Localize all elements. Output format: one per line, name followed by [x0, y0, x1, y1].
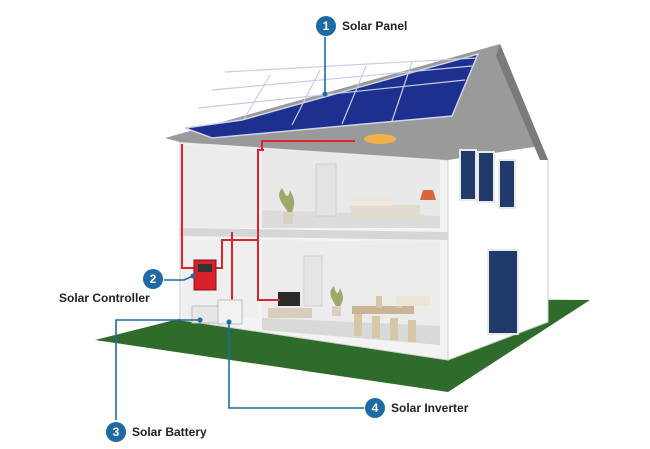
sofa: [396, 296, 430, 306]
plant-lower: [330, 286, 343, 306]
door-upper: [315, 163, 337, 217]
wiring: [181, 140, 355, 301]
callout-solar-inverter: 4 Solar Inverter: [365, 398, 468, 418]
door-glass: [487, 249, 519, 335]
dining-table: [352, 306, 414, 314]
numbered-circle-icon: 1: [316, 16, 336, 36]
leader-dots: [190, 91, 328, 325]
callout-solar-controller-badge: 2: [143, 269, 163, 289]
door-lower: [303, 255, 323, 307]
lamp: [420, 190, 436, 200]
roof-edge: [496, 44, 548, 160]
plant-pot-lower: [332, 306, 341, 316]
controller-screen: [198, 264, 212, 272]
floor-slab: [180, 228, 448, 240]
callout-label: Solar Panel: [342, 19, 408, 33]
callout-solar-controller-label: Solar Controller: [59, 291, 150, 305]
ceiling-lamp: [364, 134, 396, 144]
window: [498, 159, 516, 209]
callout-label: Solar Inverter: [391, 401, 469, 415]
solar-panel-array: [184, 52, 480, 139]
plant-pot-upper: [283, 212, 293, 224]
callout-label: Solar Battery: [132, 425, 207, 439]
bed-headboard: [352, 196, 392, 206]
leader-lines: [115, 34, 365, 420]
plant-upper: [279, 188, 295, 212]
tv-stand: [268, 308, 312, 318]
numbered-circle-icon: 2: [143, 269, 163, 289]
callout-solar-panel: 1 Solar Panel: [316, 16, 407, 36]
tv: [278, 292, 300, 306]
numbered-circle-icon: 3: [106, 422, 126, 442]
numbered-circle-icon: 4: [365, 398, 385, 418]
side-windows: [459, 149, 519, 335]
window: [477, 151, 495, 203]
bed: [350, 205, 420, 219]
window: [459, 149, 477, 201]
solar-panel-grid: [197, 57, 477, 126]
interior-left-room-upper: [183, 142, 258, 228]
callout-solar-battery: 3 Solar Battery: [106, 422, 207, 442]
